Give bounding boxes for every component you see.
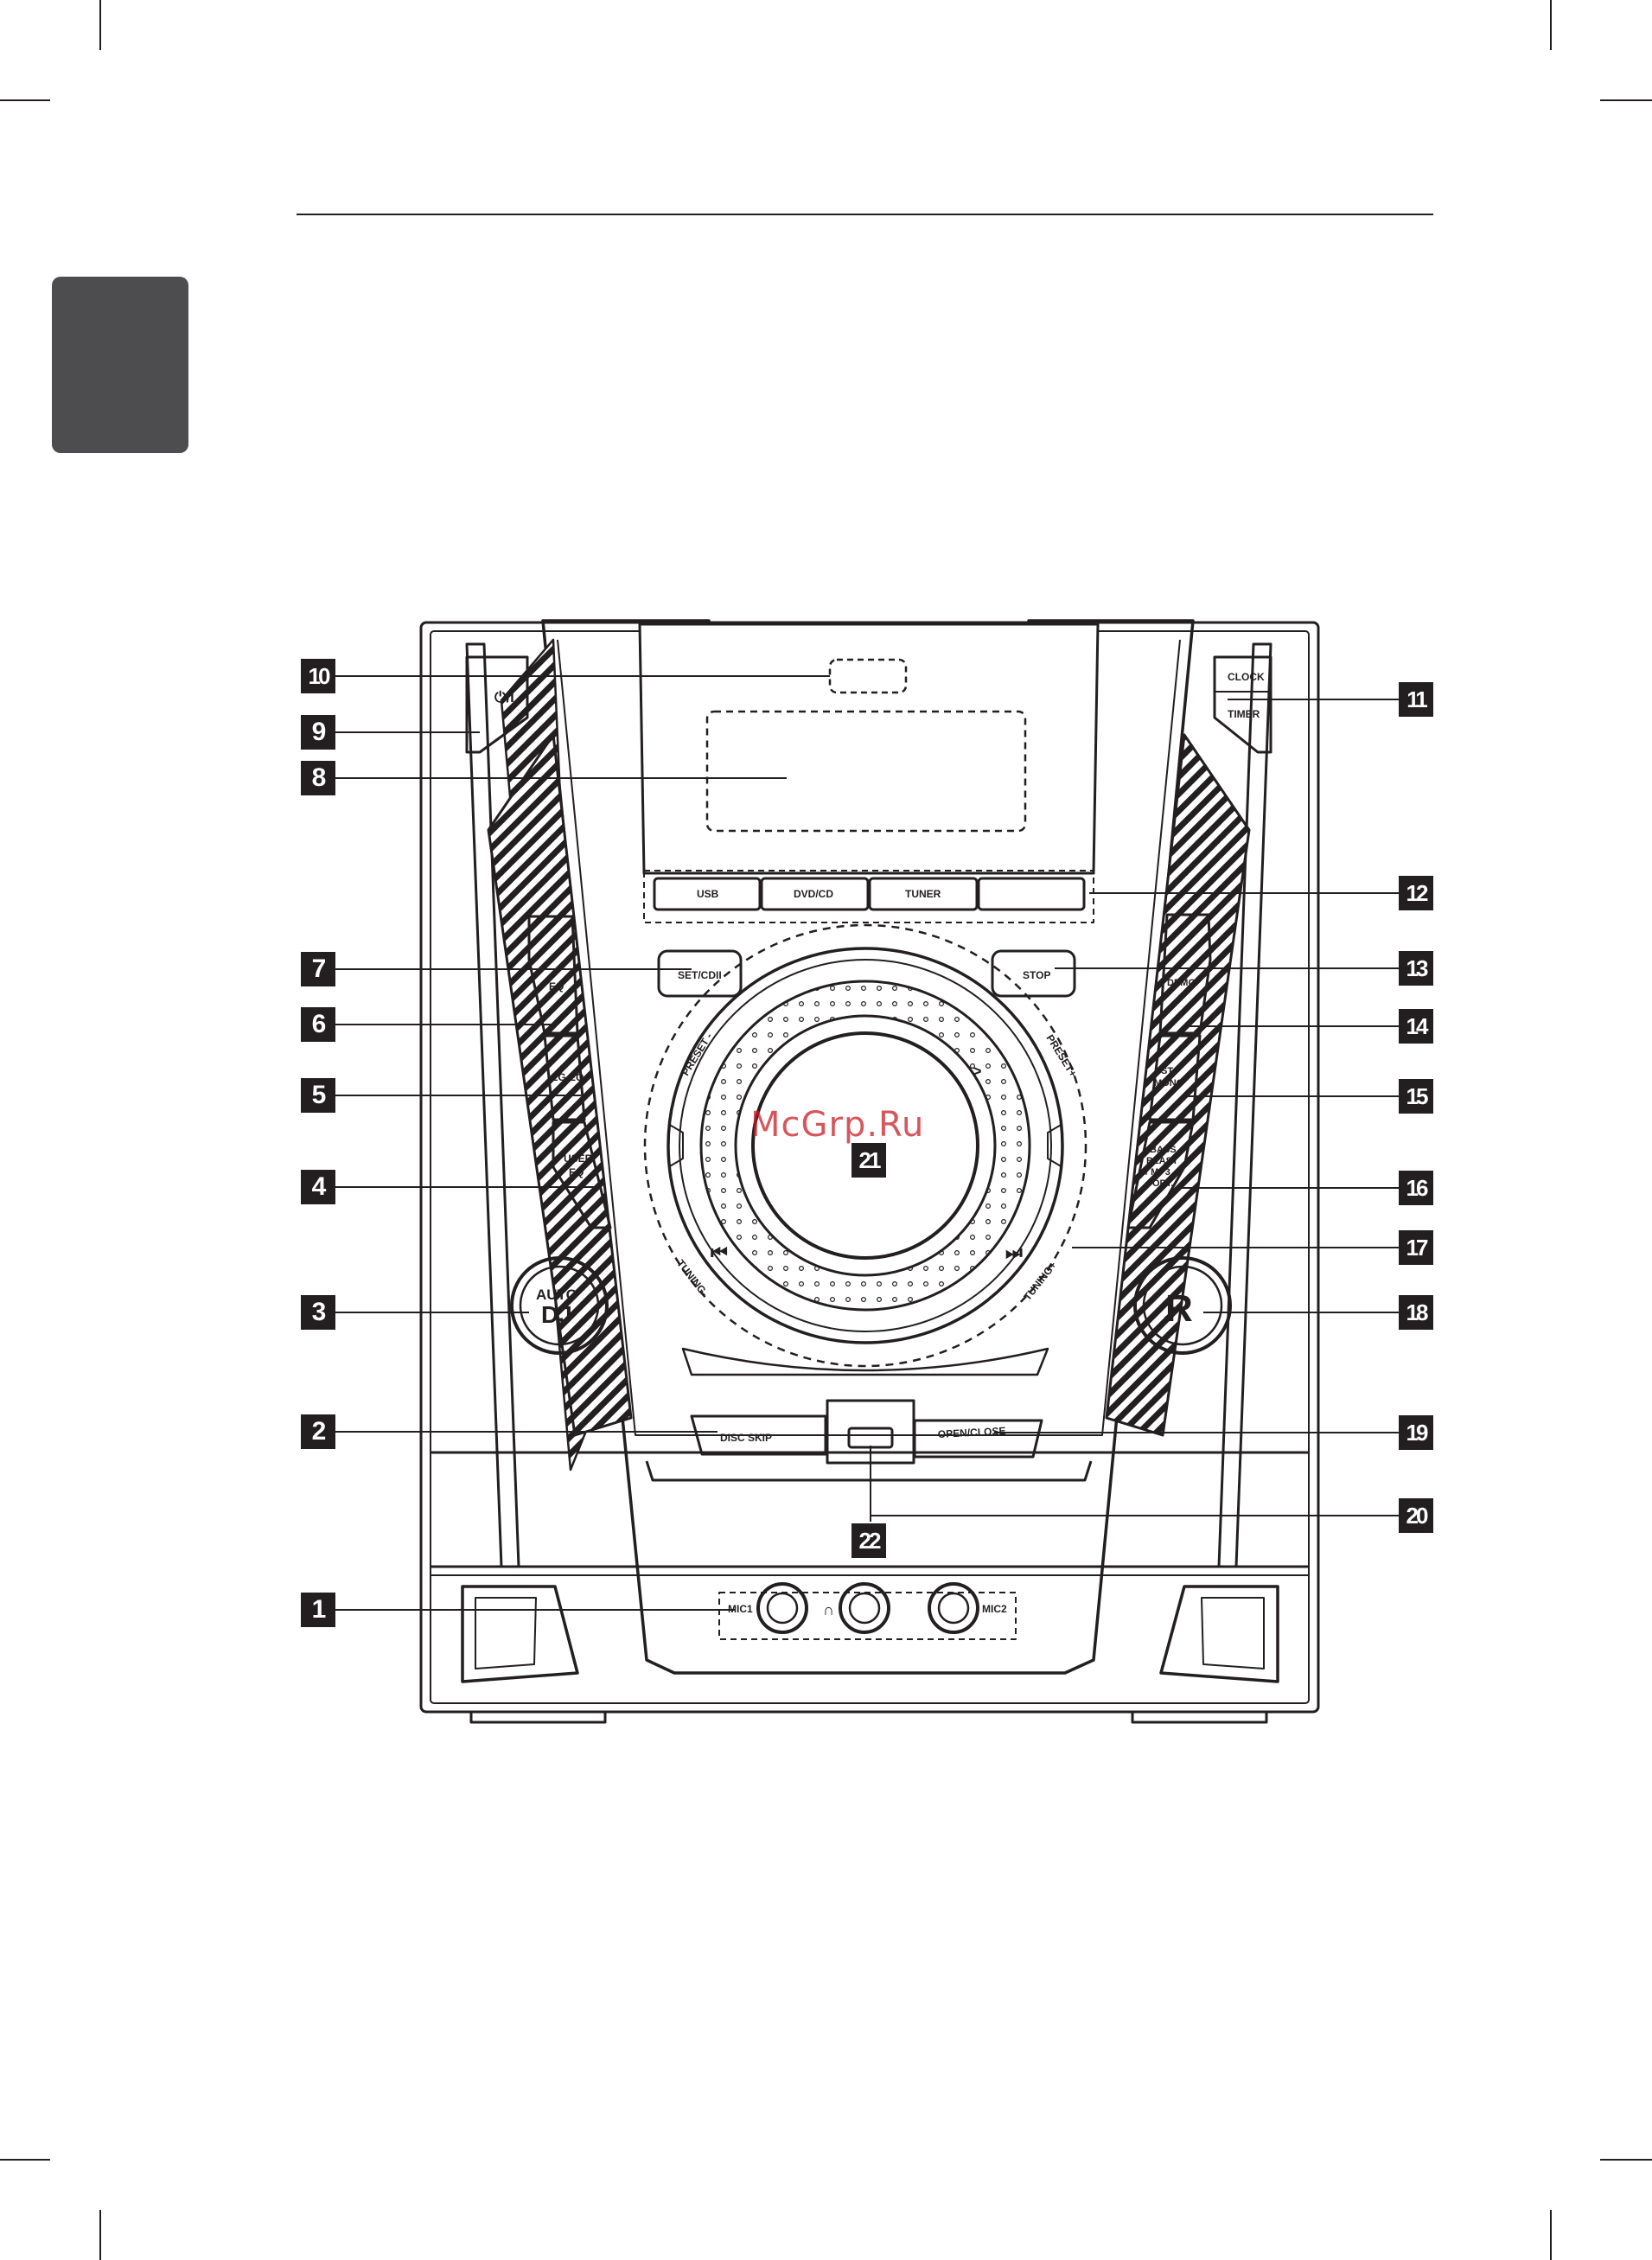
bass-blast-label: BLAST [1146, 1156, 1178, 1166]
bass-blast-label: OPT. [1152, 1178, 1173, 1189]
arrow-icon: > [973, 1063, 982, 1080]
user-eq-label: USER [564, 1152, 593, 1165]
blank-button [979, 878, 1084, 910]
callout-2: 2 [301, 1414, 335, 1449]
foot-left [471, 1712, 605, 1722]
callout-1: 1 [301, 1593, 335, 1627]
tuning-plus-label: TUNING+ [1021, 1259, 1059, 1302]
callout-10: 10 [301, 659, 335, 693]
callout-17: 17 [1399, 1230, 1433, 1265]
callout-22: 22 [852, 1523, 886, 1558]
user-eq-label: EQ [569, 1166, 584, 1178]
dvd-cd-label: DVD/CD [794, 888, 833, 900]
open-close-label: OPEN/CLOSE [937, 1425, 1005, 1440]
clock-label: CLOCK [1228, 671, 1265, 683]
usb-port [849, 1428, 892, 1447]
watermark: McGrp.Ru [750, 1105, 924, 1145]
timer-label: TIMER [1228, 708, 1260, 720]
bass-port-left [462, 1586, 577, 1682]
callout-11: 11 [1399, 682, 1433, 717]
callout-9: 9 [301, 715, 335, 750]
disc-skip-label: DISC SKIP [720, 1432, 772, 1444]
mic1-jack [758, 1584, 807, 1632]
demo-label: DEMO [1167, 978, 1196, 988]
stop-label: STOP [1023, 969, 1050, 981]
foot-right [1132, 1712, 1266, 1722]
callout-7: 7 [301, 952, 335, 986]
headphone-icon: ∩ [823, 1601, 834, 1618]
callout-8: 8 [301, 761, 335, 795]
prev-icon: ⏮ [711, 1242, 728, 1263]
callout-12: 12 [1399, 876, 1433, 910]
eq-label: EQ [549, 980, 564, 993]
bass-blast-label: BASS [1150, 1145, 1177, 1155]
callout-18: 18 [1399, 1295, 1433, 1330]
mic2-jack [929, 1584, 978, 1632]
dj-label: DJ [541, 1301, 572, 1328]
tuner-label: TUNER [905, 888, 941, 900]
callout-4: 4 [301, 1170, 335, 1204]
mic2-label: MIC2 [982, 1603, 1007, 1615]
callout-20: 20 [1399, 1498, 1433, 1533]
headphone-jack [840, 1584, 889, 1632]
next-icon: ⏭ [1005, 1242, 1023, 1263]
power-label: ⏻/I [494, 689, 514, 705]
callout-13: 13 [1399, 951, 1433, 986]
usb-label: USB [697, 888, 719, 900]
callout-5: 5 [301, 1078, 335, 1113]
lg-eq-label: LG EQ [552, 1071, 584, 1083]
bass-port-right [1161, 1586, 1278, 1682]
callout-3: 3 [301, 1295, 335, 1330]
preset-minus-label: PRESET - [679, 1031, 715, 1077]
callout-16: 16 [1399, 1171, 1433, 1205]
st-mono-label: ST./ [1161, 1066, 1177, 1076]
callout-19: 19 [1399, 1415, 1433, 1450]
callout-6: 6 [301, 1007, 335, 1042]
bass-blast-label: / MP3 [1145, 1167, 1170, 1178]
callout-15: 15 [1399, 1079, 1433, 1114]
st-mono-label: MONO [1154, 1078, 1184, 1089]
callout-14: 14 [1399, 1009, 1433, 1044]
right-side-panel [1219, 644, 1271, 1567]
set-cdii-label: SET/CDII [678, 969, 722, 981]
mic1-label: MIC1 [728, 1603, 753, 1615]
display-window [640, 624, 1098, 873]
callout-21: 21 [852, 1143, 886, 1178]
rec-label: R [1165, 1287, 1193, 1330]
